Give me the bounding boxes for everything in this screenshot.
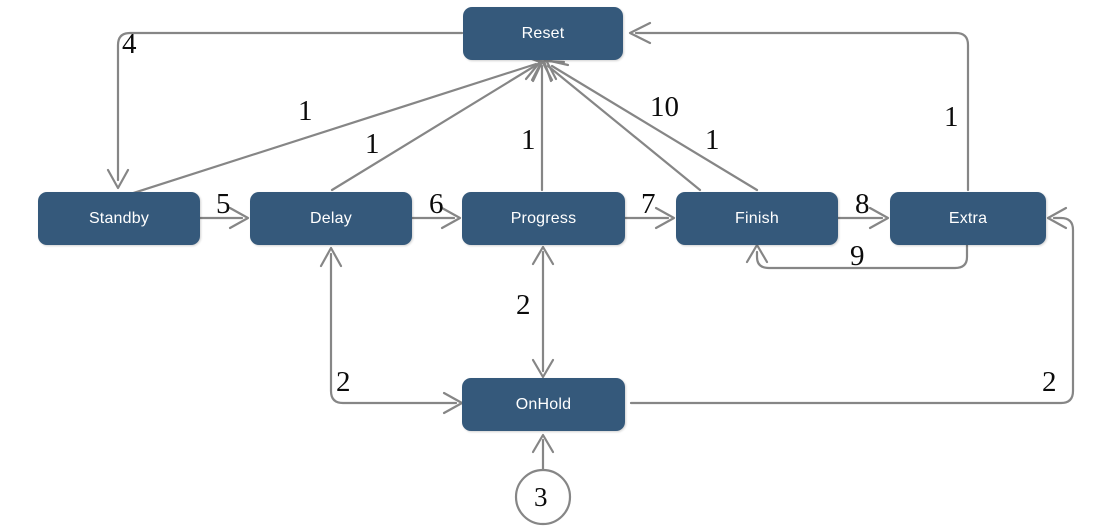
start-marker-label: 3 <box>534 482 548 512</box>
edge-label-onhold-extra: 2 <box>1042 366 1057 398</box>
edge-delay-progress[interactable] <box>410 206 462 230</box>
edge-label-standby-delay: 5 <box>216 188 231 220</box>
start-circle <box>514 468 572 526</box>
edge-label-reset-standby: 4 <box>122 28 137 60</box>
edge-progress-onhold[interactable] <box>531 245 555 379</box>
edge-label-finish-reset-1: 1 <box>705 124 720 156</box>
node-label-standby: Standby <box>88 209 150 227</box>
edge-label-onhold-delay: 2 <box>336 366 351 398</box>
node-label-extra: Extra <box>948 209 988 227</box>
edge-label-extra-reset: 1 <box>944 101 959 133</box>
node-delay[interactable]: Delay <box>250 192 412 245</box>
edge-standby-delay[interactable] <box>198 206 250 230</box>
edge-label-progress-reset: 1 <box>521 124 536 156</box>
node-label-reset: Reset <box>521 24 565 42</box>
edge-finish-reset-10[interactable] <box>542 59 702 192</box>
node-onhold[interactable]: OnHold <box>462 378 625 431</box>
node-extra[interactable]: Extra <box>890 192 1046 245</box>
edge-extra-finish[interactable] <box>745 243 969 270</box>
start-marker-edge <box>514 433 572 526</box>
node-reset[interactable]: Reset <box>463 7 623 60</box>
edge-reset-standby[interactable] <box>106 31 464 190</box>
node-label-onhold: OnHold <box>515 395 572 413</box>
edge-onhold-extra[interactable] <box>629 206 1075 405</box>
node-label-delay: Delay <box>310 209 352 227</box>
edge-finish-reset-1[interactable] <box>544 58 759 192</box>
edge-label-progress-onhold: 2 <box>516 289 531 321</box>
edge-label-delay-progress: 6 <box>429 188 444 220</box>
node-progress[interactable]: Progress <box>462 192 625 245</box>
edge-standby-reset[interactable] <box>122 52 542 198</box>
edge-label-finish-extra: 8 <box>855 188 870 220</box>
edge-label-finish-reset-10: 10 <box>650 91 679 123</box>
edge-label-standby-reset: 1 <box>298 95 313 127</box>
edge-extra-reset[interactable] <box>628 21 970 192</box>
edge-progress-finish[interactable] <box>623 206 676 230</box>
edge-label-progress-finish: 7 <box>641 188 656 220</box>
edge-finish-extra[interactable] <box>836 206 890 230</box>
edge-label-delay-reset: 1 <box>365 128 380 160</box>
edge-label-extra-finish: 9 <box>850 240 865 272</box>
node-label-finish: Finish <box>735 209 779 227</box>
node-standby[interactable]: Standby <box>38 192 200 245</box>
node-finish[interactable]: Finish <box>676 192 838 245</box>
node-label-progress: Progress <box>510 209 577 227</box>
